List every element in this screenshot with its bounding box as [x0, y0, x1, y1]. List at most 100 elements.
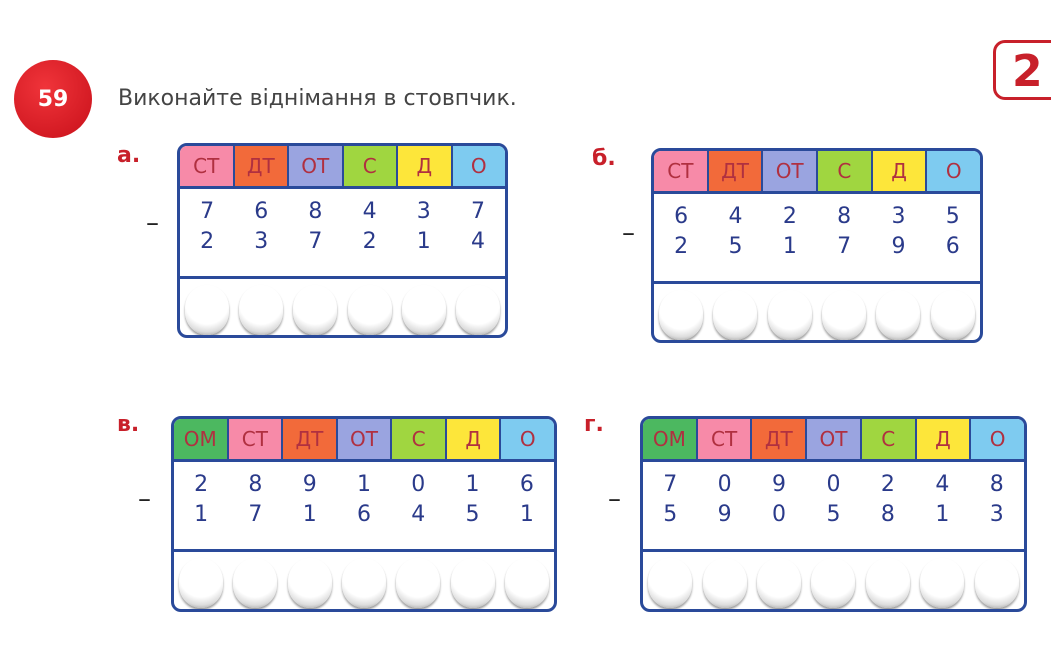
- minuend-digit: 6: [519, 472, 534, 497]
- place-value-header: С: [861, 419, 917, 459]
- answer-cell[interactable]: [397, 285, 451, 335]
- minus-sign: –: [608, 484, 621, 514]
- answer-cell[interactable]: [234, 285, 288, 335]
- answer-circle[interactable]: [757, 558, 802, 608]
- answer-circle[interactable]: [865, 558, 910, 608]
- answer-cell[interactable]: [871, 290, 925, 340]
- answer-circle[interactable]: [233, 558, 278, 608]
- subtrahend-digit: 5: [826, 502, 841, 527]
- answer-cell[interactable]: [643, 558, 697, 608]
- answer-circle[interactable]: [347, 285, 392, 335]
- answer-circle[interactable]: [811, 558, 856, 608]
- answer-cell[interactable]: [445, 558, 499, 608]
- place-value-header: С: [392, 419, 447, 459]
- minuend-digit: 6: [254, 199, 269, 224]
- answer-cell[interactable]: [861, 558, 915, 608]
- answer-cell[interactable]: [806, 558, 860, 608]
- answer-circle[interactable]: [396, 558, 441, 608]
- answer-circle[interactable]: [930, 290, 975, 340]
- answer-circle[interactable]: [293, 285, 338, 335]
- place-value-header: Д: [398, 146, 453, 186]
- subtrahend-digit: 2: [674, 234, 689, 259]
- answer-cell[interactable]: [697, 558, 751, 608]
- answer-cell[interactable]: [654, 290, 708, 340]
- answer-cell[interactable]: [228, 558, 282, 608]
- minuend-digit: 0: [826, 472, 841, 497]
- subtrahend-digit: 1: [519, 502, 534, 527]
- subtrahend-digit: 6: [356, 502, 371, 527]
- answer-circle[interactable]: [659, 290, 704, 340]
- place-value-header: С: [818, 151, 873, 191]
- place-value-header: Д: [916, 419, 972, 459]
- answer-cell[interactable]: [708, 290, 762, 340]
- minuend-digit: 4: [728, 204, 743, 229]
- answer-cell[interactable]: [288, 285, 342, 335]
- subtrahend-digit: 5: [663, 502, 678, 527]
- answer-cell[interactable]: [391, 558, 445, 608]
- answer-cell[interactable]: [926, 290, 980, 340]
- subtrahend-digit: 1: [416, 229, 431, 254]
- answer-circle[interactable]: [767, 290, 812, 340]
- subtrahend-digit: 5: [465, 502, 480, 527]
- answer-cell[interactable]: [174, 558, 228, 608]
- answer-circle[interactable]: [648, 558, 693, 608]
- answer-cell[interactable]: [180, 285, 234, 335]
- answer-circle[interactable]: [822, 290, 867, 340]
- answer-circle[interactable]: [876, 290, 921, 340]
- subtrahend-digit: 1: [935, 502, 950, 527]
- answer-circle[interactable]: [450, 558, 495, 608]
- answer-circle[interactable]: [185, 285, 230, 335]
- answer-cell[interactable]: [451, 285, 505, 335]
- place-value-header: Д: [872, 151, 928, 191]
- task-label-b: б.: [592, 146, 616, 171]
- answer-circle[interactable]: [401, 285, 446, 335]
- answer-circle[interactable]: [179, 558, 224, 608]
- place-value-header: ДТ: [283, 419, 338, 459]
- minuend-digit: 0: [717, 472, 732, 497]
- task-label-v: в.: [117, 412, 140, 437]
- answer-cell[interactable]: [337, 558, 391, 608]
- answer-row: [180, 279, 505, 335]
- place-value-header: СТ: [697, 419, 753, 459]
- answer-cell[interactable]: [915, 558, 969, 608]
- answer-circle[interactable]: [713, 290, 758, 340]
- minuend-digit: 5: [945, 204, 960, 229]
- subtrahend-digit: 6: [945, 234, 960, 259]
- answer-cell[interactable]: [283, 558, 337, 608]
- place-value-header: О: [501, 419, 554, 459]
- subtrahend-digit: 1: [302, 502, 317, 527]
- subtrahend-digit: 9: [717, 502, 732, 527]
- answer-cell[interactable]: [752, 558, 806, 608]
- answer-circle[interactable]: [287, 558, 332, 608]
- answer-cell[interactable]: [500, 558, 554, 608]
- answer-circle[interactable]: [455, 285, 500, 335]
- place-value-header: ДТ: [708, 151, 764, 191]
- answer-cell[interactable]: [343, 285, 397, 335]
- subtrahend-digit: 2: [362, 229, 377, 254]
- answer-cell[interactable]: [970, 558, 1024, 608]
- answer-cell[interactable]: [763, 290, 817, 340]
- answer-circle[interactable]: [974, 558, 1019, 608]
- minus-sign: –: [138, 484, 151, 514]
- answer-circle[interactable]: [702, 558, 747, 608]
- answer-circle[interactable]: [504, 558, 549, 608]
- answer-circle[interactable]: [920, 558, 965, 608]
- answer-circle[interactable]: [341, 558, 386, 608]
- answer-circle[interactable]: [239, 285, 284, 335]
- answer-cell[interactable]: [817, 290, 871, 340]
- minuend-digit: 2: [194, 472, 209, 497]
- subtrahend-digit: 2: [200, 229, 215, 254]
- minuend-digit: 9: [302, 472, 317, 497]
